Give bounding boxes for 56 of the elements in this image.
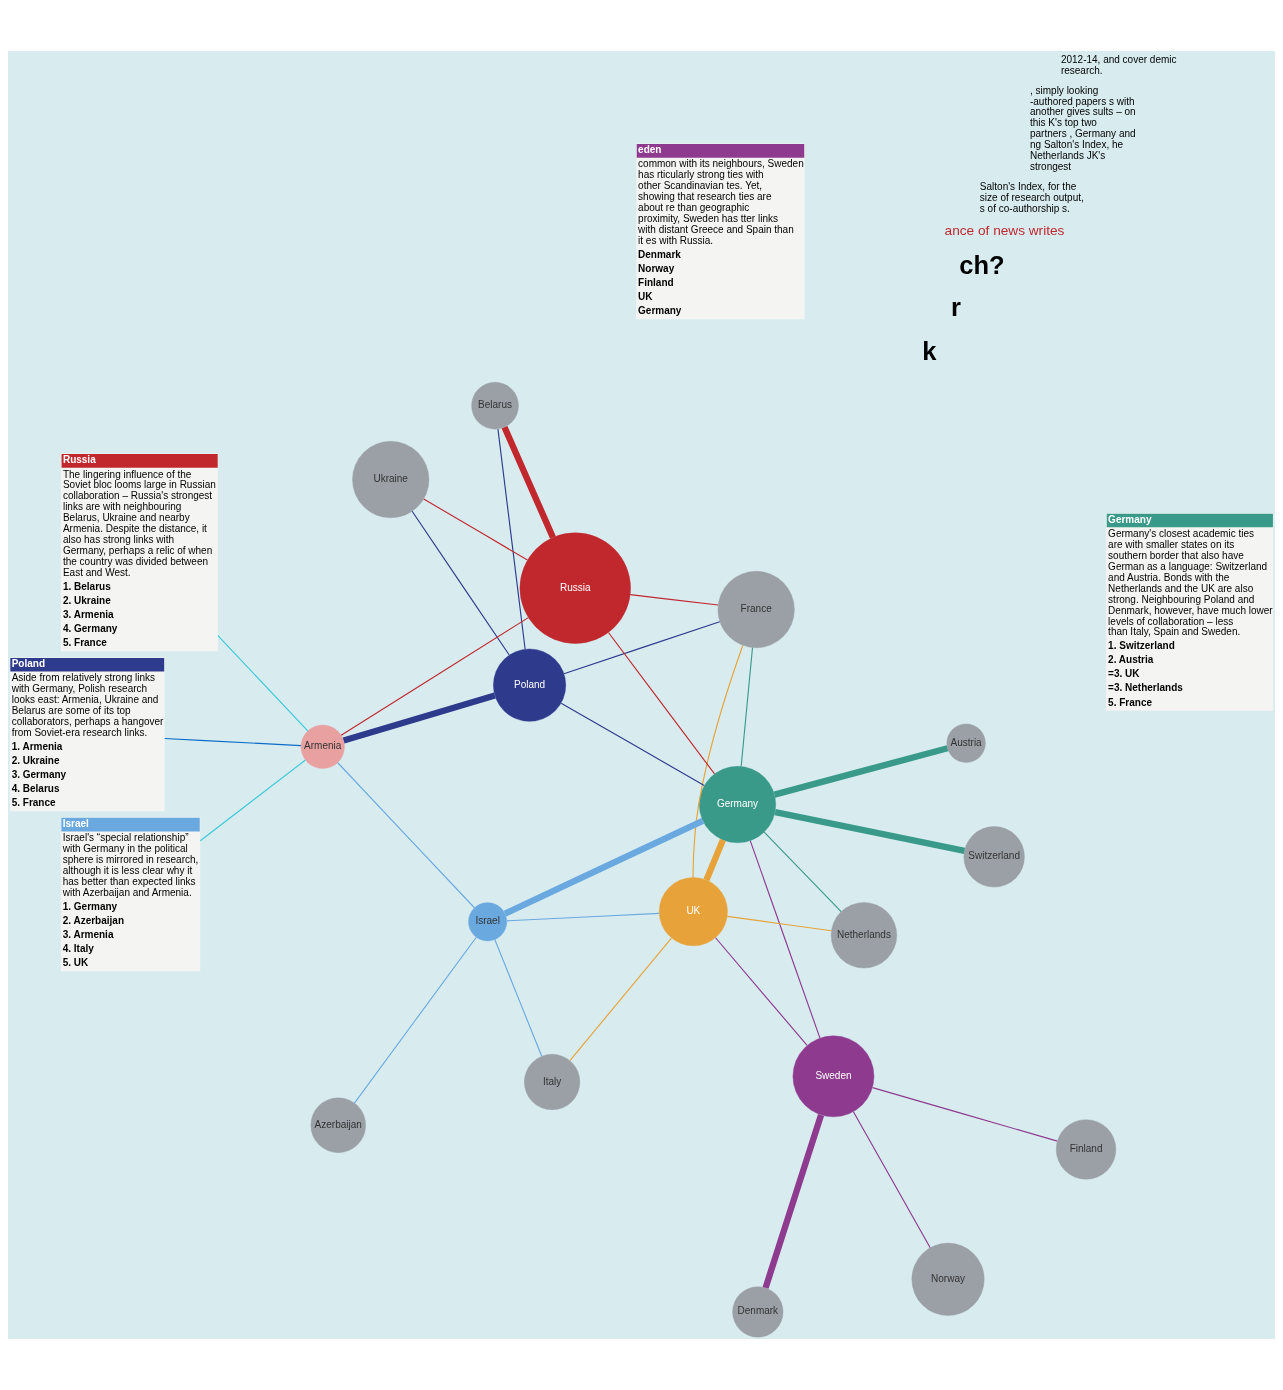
- node-circle: Israel: [468, 902, 507, 942]
- node-circle: France: [717, 571, 795, 648]
- node-circle: Norway: [911, 1242, 985, 1316]
- connector: [714, 937, 808, 1046]
- node-circle: Denmark: [732, 1286, 784, 1338]
- connector: [607, 631, 716, 775]
- connector: [164, 737, 302, 747]
- connector: [497, 428, 526, 650]
- connector: [337, 762, 475, 909]
- connector: [629, 594, 719, 606]
- connector: [703, 838, 726, 882]
- connector: [411, 510, 510, 656]
- connector: [506, 912, 660, 922]
- node-circle: Azerbaijan: [310, 1097, 366, 1153]
- label: 2012-14, and cover demic research.: [1060, 53, 1177, 76]
- connector: [563, 621, 721, 675]
- node-circle: Sweden: [792, 1035, 875, 1118]
- label: k: [922, 337, 937, 366]
- connector: [353, 936, 477, 1104]
- node-circle: Russia: [519, 532, 631, 644]
- connector: [501, 425, 556, 539]
- connector: [763, 831, 842, 913]
- connector: [692, 644, 744, 879]
- label: ance of news writes: [944, 222, 1065, 238]
- node-circle: Netherlands: [830, 902, 897, 969]
- connector: [560, 702, 705, 787]
- node-circle: UK: [658, 877, 728, 946]
- label: , simply looking -authored papers s with another gives sults – on this K's top two partners , Germany and ng Salton's Index, he Netherlands JK's strongest: [1029, 84, 1136, 173]
- label: Salton's Index, for the size of research output, s of co-authorship s.: [979, 181, 1084, 215]
- label: ch?: [959, 250, 1005, 279]
- connector: [740, 647, 754, 768]
- node-circle: Finland: [1056, 1119, 1117, 1180]
- connector: [494, 938, 543, 1057]
- connector: [762, 1114, 825, 1289]
- connector: [503, 817, 705, 917]
- connector: [773, 745, 949, 798]
- node-circle: Ukraine: [352, 441, 430, 518]
- node-circle: Germany: [699, 766, 776, 844]
- connector: [340, 617, 529, 736]
- label: r: [951, 293, 961, 322]
- node-circle: Austria: [946, 723, 986, 763]
- connector: [423, 498, 529, 561]
- node-circle: Poland: [493, 648, 566, 722]
- connector: [217, 635, 309, 732]
- node-circle: Italy: [524, 1054, 581, 1111]
- node-circle: Armenia: [300, 724, 345, 769]
- node-circle: Switzerland: [963, 826, 1025, 888]
- connector: [749, 840, 821, 1039]
- connector: [852, 1111, 931, 1249]
- connector: [871, 1087, 1058, 1142]
- node-circle: Belarus: [471, 382, 519, 430]
- connector: [774, 809, 966, 854]
- connector: [569, 937, 672, 1062]
- connector: [199, 759, 306, 842]
- connector: [726, 915, 832, 932]
- connector: [342, 692, 496, 744]
